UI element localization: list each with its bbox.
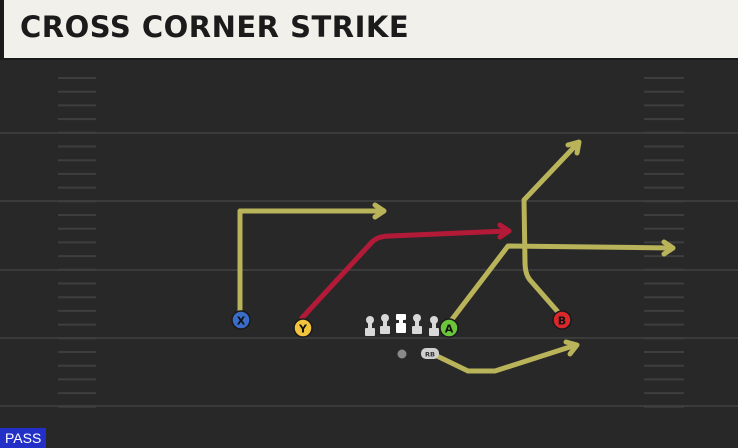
play-title: CROSS CORNER STRIKE [20,10,410,44]
receiver-a[interactable]: A [439,318,459,338]
route-x-arrow [372,202,387,220]
route-a-arrow [661,239,676,257]
rb-label: RB [425,351,435,359]
route-rb-arrow [563,339,580,357]
play-field: RB X Y A B [0,60,738,448]
route-x [237,208,385,315]
lineman-icon [380,314,390,334]
route-a [447,243,675,325]
routes [237,139,676,374]
quarterback-icon [397,349,407,359]
route-y-arrow [497,222,512,240]
hash-marks [58,77,684,408]
route-b [521,140,581,315]
offensive-line [365,314,439,336]
play-type-badge: PASS [0,428,47,448]
title-accent [0,0,4,60]
running-back[interactable]: RB [421,348,439,359]
y-button-icon: Y [298,323,308,336]
receiver-y[interactable]: Y [293,318,313,338]
center-icon [396,314,406,333]
route-b-arrow [565,139,582,156]
lineman-icon [412,314,422,334]
receiver-x[interactable]: X [231,310,251,330]
route-rb [434,342,579,374]
a-button-icon: A [445,323,454,336]
play-title-bar: CROSS CORNER STRIKE [0,0,738,60]
lineman-icon [429,316,439,336]
lineman-icon [365,316,375,336]
x-button-icon: X [237,315,246,328]
field-diagram: RB X Y A B [0,77,738,408]
b-button-icon: B [558,315,566,328]
yard-lines [0,132,738,407]
receiver-b[interactable]: B [552,310,572,330]
route-y [299,228,510,321]
